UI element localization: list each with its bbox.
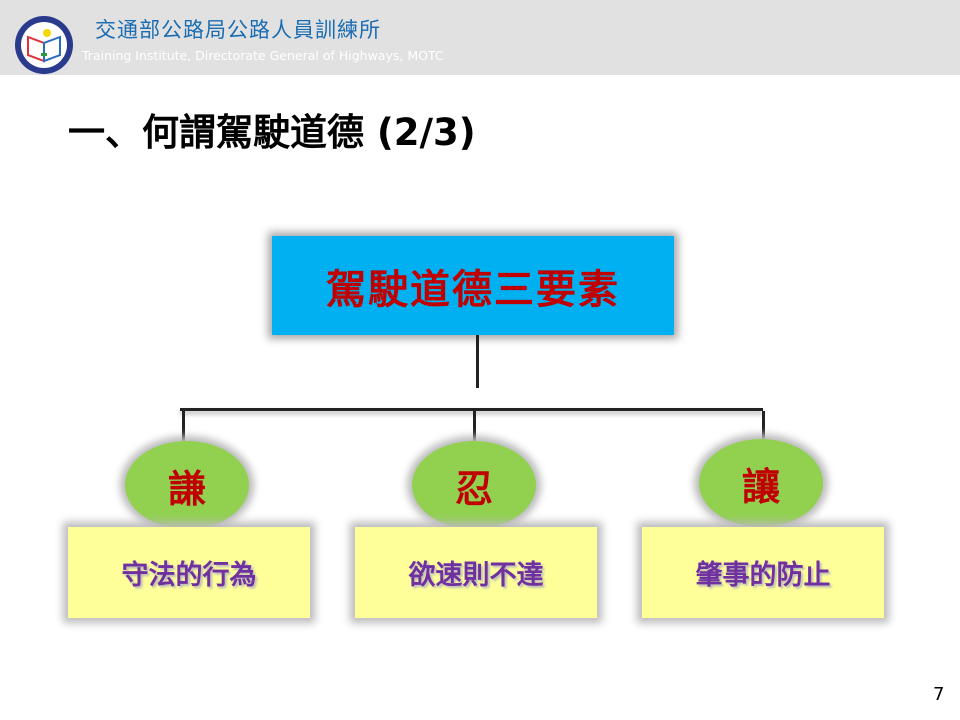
institute-logo-icon (15, 16, 73, 74)
element-label: 忍 (454, 466, 493, 511)
root-node: 駕駛道德三要素 (272, 236, 674, 335)
root-node-label: 駕駛道德三要素 (326, 266, 620, 313)
element-oval-yielding: 讓 (699, 439, 823, 527)
element-label: 謙 (167, 466, 206, 511)
element-label: 讓 (741, 464, 780, 509)
element-oval-patience: 忍 (412, 441, 536, 529)
description-text: 欲速則不達 (408, 560, 544, 591)
description-box-yielding: 肇事的防止 (642, 527, 884, 618)
connector-drop-middle (473, 411, 476, 441)
connector-drop-right (762, 411, 765, 441)
slide-title: 一、何謂駕駛道德 (2/3) (68, 111, 476, 154)
description-box-patience: 欲速則不達 (355, 527, 597, 618)
header-banner: 交通部公路局公路人員訓練所 Training Institute, Direct… (0, 0, 960, 75)
page-number: 7 (933, 684, 945, 705)
element-oval-humility: 謙 (125, 441, 249, 529)
description-text: 守法的行為 (121, 560, 257, 591)
description-box-humility: 守法的行為 (68, 527, 310, 618)
org-name-chinese: 交通部公路局公路人員訓練所 (95, 18, 381, 42)
connector-drop-left (182, 411, 185, 441)
org-name-english: Training Institute, Directorate General … (82, 48, 444, 63)
connector-vertical-root (476, 335, 479, 388)
connector-horizontal (180, 408, 763, 411)
description-text: 肇事的防止 (695, 560, 831, 591)
